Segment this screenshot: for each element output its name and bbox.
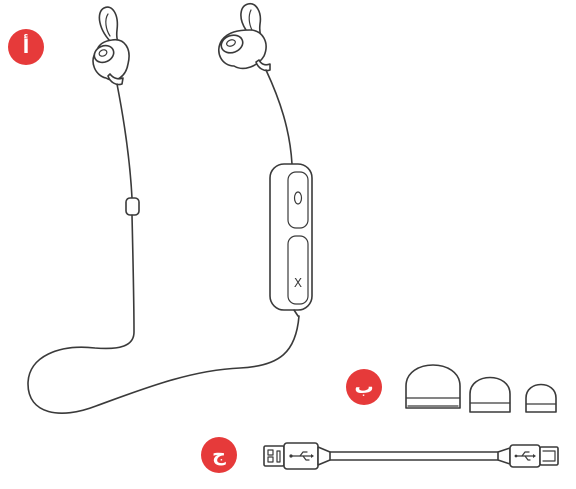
badge-ear-tips: ب [346,369,382,405]
ear-tip-large [406,365,460,408]
right-cable [266,70,292,164]
micro-usb-icon [540,447,558,465]
inline-remote: X [270,164,312,310]
usb-a-icon [264,446,284,466]
ear-tip-small [526,385,556,413]
badge-cable: ج [201,437,237,473]
remote-button-label: X [294,276,302,290]
ear-tip-medium [470,378,510,413]
badge-headphones: أ [8,29,44,65]
left-earbud [92,7,129,84]
usb-cable [264,443,558,469]
left-cable [117,84,132,198]
right-earbud [219,4,270,71]
cable-clip [126,198,139,215]
ear-tips [406,365,556,412]
